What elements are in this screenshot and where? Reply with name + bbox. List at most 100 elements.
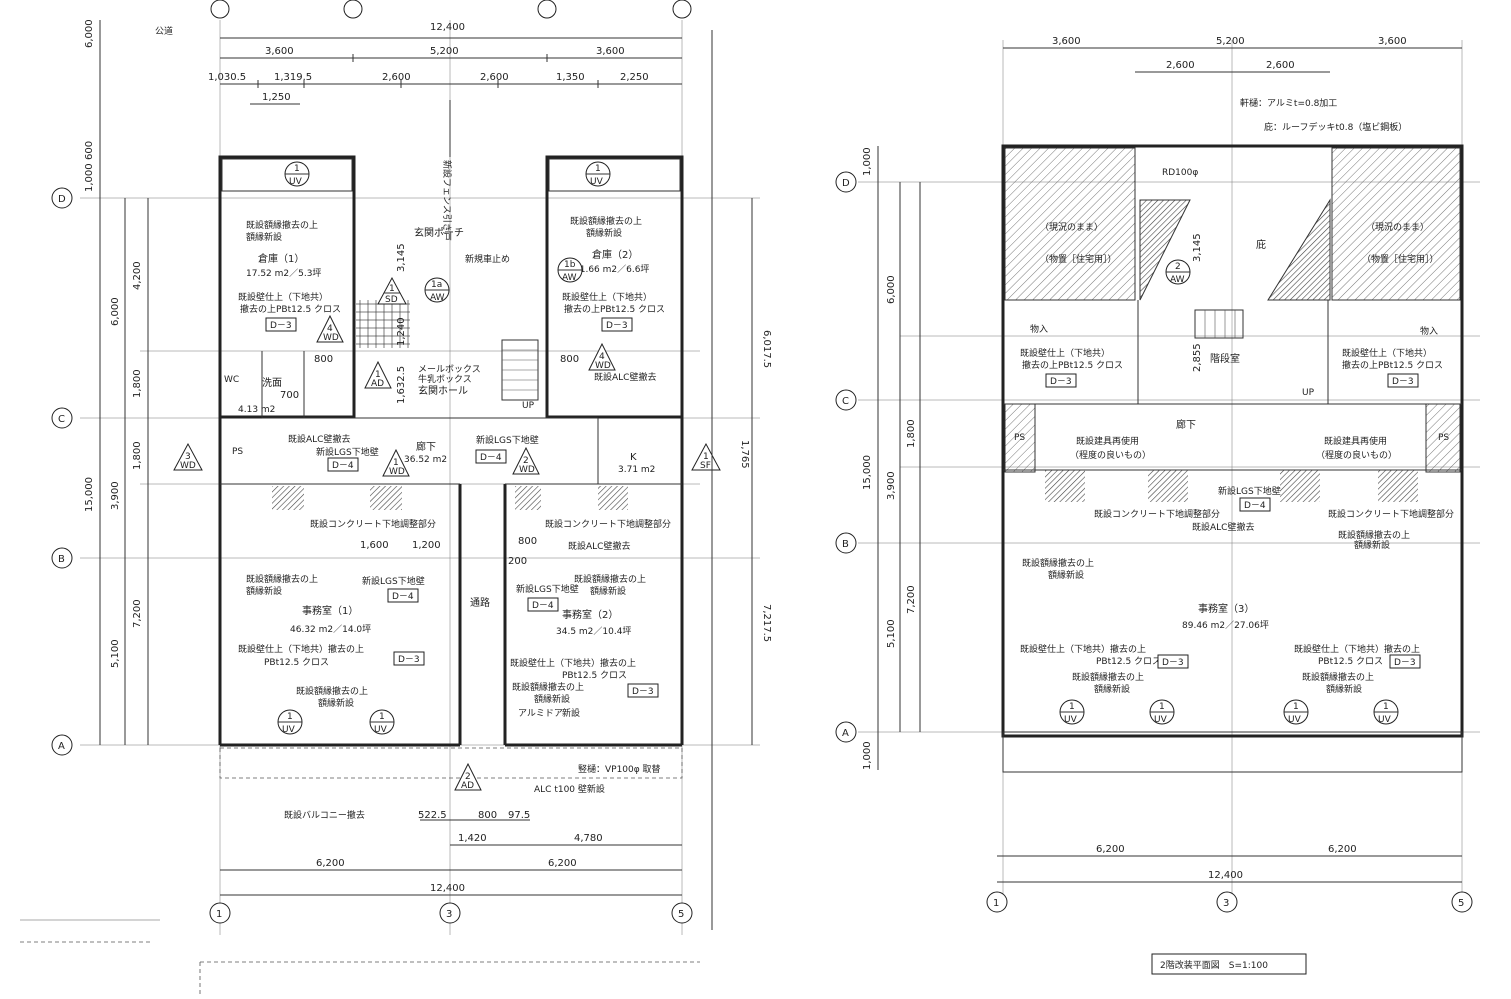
r-wall-right-1: 既設壁仕上（下地共）	[1342, 347, 1432, 359]
dim-700: 700	[280, 390, 299, 401]
svg-text:1: 1	[703, 452, 709, 462]
r-note-eave: 庇：ルーフデッキt0.8（塩ビ鋼板）	[1264, 121, 1407, 133]
r-as-is-right-1: （現況のまま）	[1366, 222, 1429, 233]
r-as-is-right-2: （物置［住宅用］）	[1362, 253, 1439, 265]
r-wall-left-1: 既設壁仕上（下地共）	[1020, 347, 1110, 359]
left-dim-row3-e: 1,350	[556, 72, 585, 83]
ad1-marker: 1AD	[364, 360, 392, 389]
svg-text:1: 1	[1069, 702, 1075, 712]
dim-1600: 1,600	[360, 540, 389, 551]
r-axis-x-3: 3	[1216, 891, 1238, 913]
left-dim-v-6000: 6,000	[110, 297, 121, 326]
note-alc-office: 既設ALC壁撤去	[568, 540, 630, 552]
r-as-is-left-1: （現況のまま）	[1040, 222, 1103, 233]
r-wall-right-2: 撤去の上PBt12.5 クロス	[1342, 359, 1443, 371]
left-axis-markers: 1 3 5 D C B A	[51, 0, 693, 924]
r-tag-d3-br: D－3	[1389, 654, 1421, 669]
right-side-dimensions: 6,017.5 1,765 7,217.5	[739, 198, 772, 745]
note-frame-o1a: 既設額縁撤去の上	[246, 573, 318, 585]
svg-text:UV: UV	[374, 725, 388, 735]
svg-text:1a: 1a	[431, 280, 442, 290]
svg-text:AW: AW	[562, 273, 577, 283]
drawing-caption: 2階改装平面図 S=1:100	[1151, 953, 1307, 975]
svg-text:AW: AW	[430, 293, 445, 303]
dim-800-wc: 800	[314, 354, 333, 365]
left-axis-y-b: B	[51, 547, 73, 569]
left-dim-v-1800a: 1,800	[132, 369, 143, 398]
r-note-frame-right-1: 既設額縁撤去の上	[1338, 529, 1410, 541]
svg-text:1b: 1b	[564, 260, 576, 270]
office1-name: 事務室（1）	[302, 604, 358, 617]
svg-text:2: 2	[523, 456, 529, 466]
dim-3145: 3,145	[396, 243, 407, 272]
r-storage-in-left: 物入	[1030, 323, 1048, 335]
hall-label: 玄関ホール	[418, 384, 468, 397]
left-bottom-dimensions: 522.5 800 97.5 1,420 4,780 6,200 6,200 1…	[220, 810, 682, 896]
svg-text:A: A	[842, 728, 849, 739]
note-frame-s1a: 既設額縁撤去の上	[246, 219, 318, 231]
r-uv-2: 1UV	[1149, 699, 1175, 725]
svg-text:B: B	[842, 539, 849, 550]
corridor-area: 36.52 m2	[404, 455, 447, 465]
svg-text:D: D	[58, 194, 66, 205]
svg-text:D－3: D－3	[1394, 658, 1416, 668]
r-note-frame-br-2: 額縁新設	[1326, 683, 1362, 695]
right-tags: D－3 D－3 D－4 D－3 D－3 2AW 1UV 1UV 1UV 1UV	[1045, 259, 1421, 725]
svg-text:C: C	[842, 396, 849, 407]
dim-522: 522.5	[418, 810, 447, 821]
note-frame-s2b: 額縁新設	[586, 227, 622, 239]
right-walls	[1001, 144, 1464, 773]
r-stair-label: 階段室	[1210, 352, 1240, 365]
r-tag-d3-left: D－3	[1045, 373, 1077, 388]
r-axis-x-5: 5	[1451, 891, 1473, 913]
note-fence: 新設フェンス引き戸	[441, 160, 453, 241]
svg-text:2: 2	[465, 772, 471, 782]
office2-area: 34.5 m2／10.4坪	[556, 626, 631, 637]
note-alc-wall: ALC t100 壁新設	[534, 783, 605, 795]
note-concrete-left: 既設コンクリート下地調整部分	[310, 518, 436, 530]
r-note-frame-left-2: 額縁新設	[1048, 569, 1084, 581]
left-dim-row2-a: 3,600	[265, 46, 294, 57]
svg-text:D－4: D－4	[332, 461, 354, 471]
svg-text:SD: SD	[385, 295, 398, 305]
left-inner-dims: 3,145 1,240 1,632.5 800 700 1,600 1,200 …	[280, 243, 579, 567]
svg-text:AD: AD	[461, 781, 474, 791]
uv-marker-o1b: 1UV	[369, 709, 395, 735]
r-as-is-left-2: （物置［住宅用］）	[1040, 253, 1117, 265]
svg-text:5: 5	[678, 909, 684, 920]
r-dim-6200-r: 6,200	[1328, 844, 1357, 855]
left-concrete-patches	[272, 300, 628, 510]
r-axis-y-a: A	[835, 721, 857, 743]
note-mailbox2: 牛乳ボックス	[418, 373, 472, 385]
svg-text:D－3: D－3	[398, 655, 420, 665]
svg-text:1: 1	[1159, 702, 1165, 712]
left-top-dimensions: 12,400 3,600 5,200 3,600 1,030.5 1,319.5…	[155, 22, 682, 105]
uv-marker-o1a: 1UV	[277, 709, 303, 735]
r-wall-left-2: 撤去の上PBt12.5 クロス	[1022, 359, 1123, 371]
right-axis-markers: 1 3 5 D C B A	[835, 171, 1473, 913]
note-alc-s2: 既設ALC壁撤去	[594, 371, 656, 383]
uv-marker-s2: 1UV	[585, 161, 611, 187]
wash-label: 洗面	[262, 377, 282, 389]
left-room-labels: 倉庫（1） 17.52 m2／5.3坪 倉庫（2） 21.66 m2／6.6坪 …	[224, 226, 655, 637]
left-dim-v-1000: 1,000	[84, 163, 95, 192]
svg-text:UV: UV	[289, 177, 303, 187]
kitchen-label: K	[630, 452, 637, 463]
left-axis-y-d: D	[51, 187, 73, 209]
r-dim-5200: 5,200	[1216, 36, 1245, 47]
r-dim-7200: 7,200	[906, 585, 917, 614]
svg-text:1: 1	[389, 284, 395, 294]
note-wall-o1a: 既設壁仕上（下地共）撤去の上	[238, 643, 364, 655]
r-uv-1: 1UV	[1059, 699, 1085, 725]
left-walls	[218, 100, 684, 779]
dim-800-mid: 800	[518, 536, 537, 547]
left-dim-v-6017: 6,017.5	[761, 330, 772, 368]
up-label: UP	[522, 401, 535, 411]
r-note-concrete-left: 既設コンクリート下地調整部分	[1094, 508, 1220, 520]
svg-text:UV: UV	[590, 177, 604, 187]
note-wall-s2b: 撤去の上PBt12.5 クロス	[564, 303, 665, 315]
left-axis-x-5: 5	[671, 902, 693, 924]
svg-text:UV: UV	[1288, 715, 1302, 725]
